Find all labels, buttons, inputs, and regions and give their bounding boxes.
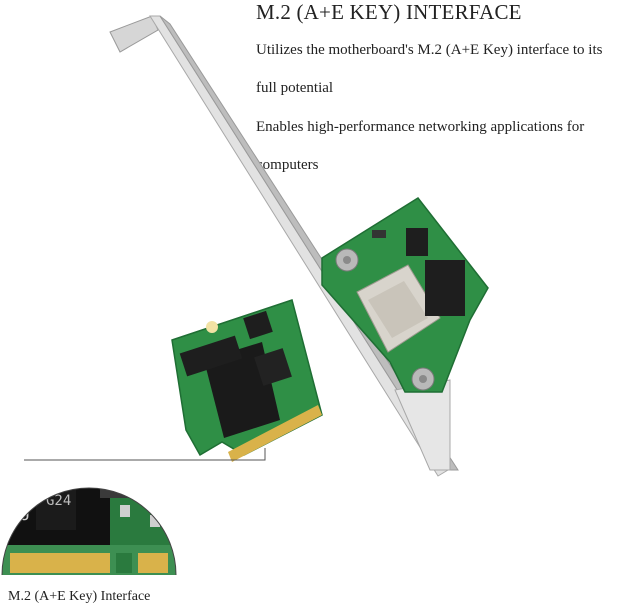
pin-header	[425, 260, 465, 316]
svg-text:G24: G24	[46, 493, 71, 509]
mounting-bracket	[109, 15, 459, 477]
description-line: Enables high-performance networking appl…	[256, 119, 585, 135]
description-line: computers	[256, 157, 319, 173]
page-title: M.2 (A+E KEY) INTERFACE	[256, 0, 522, 24]
m2-card	[171, 299, 323, 462]
description-line: Utilizes the motherboard's M.2 (A+E Key)…	[256, 42, 603, 58]
pin-header	[406, 228, 428, 256]
zoom-inset: FU G24	[1, 487, 177, 576]
caption: M.2 (A+E Key) Interface	[8, 589, 151, 604]
riser-board	[321, 197, 489, 393]
pin-header	[179, 335, 243, 377]
gold-contacts	[228, 405, 322, 462]
description-line: full potential	[256, 80, 334, 96]
